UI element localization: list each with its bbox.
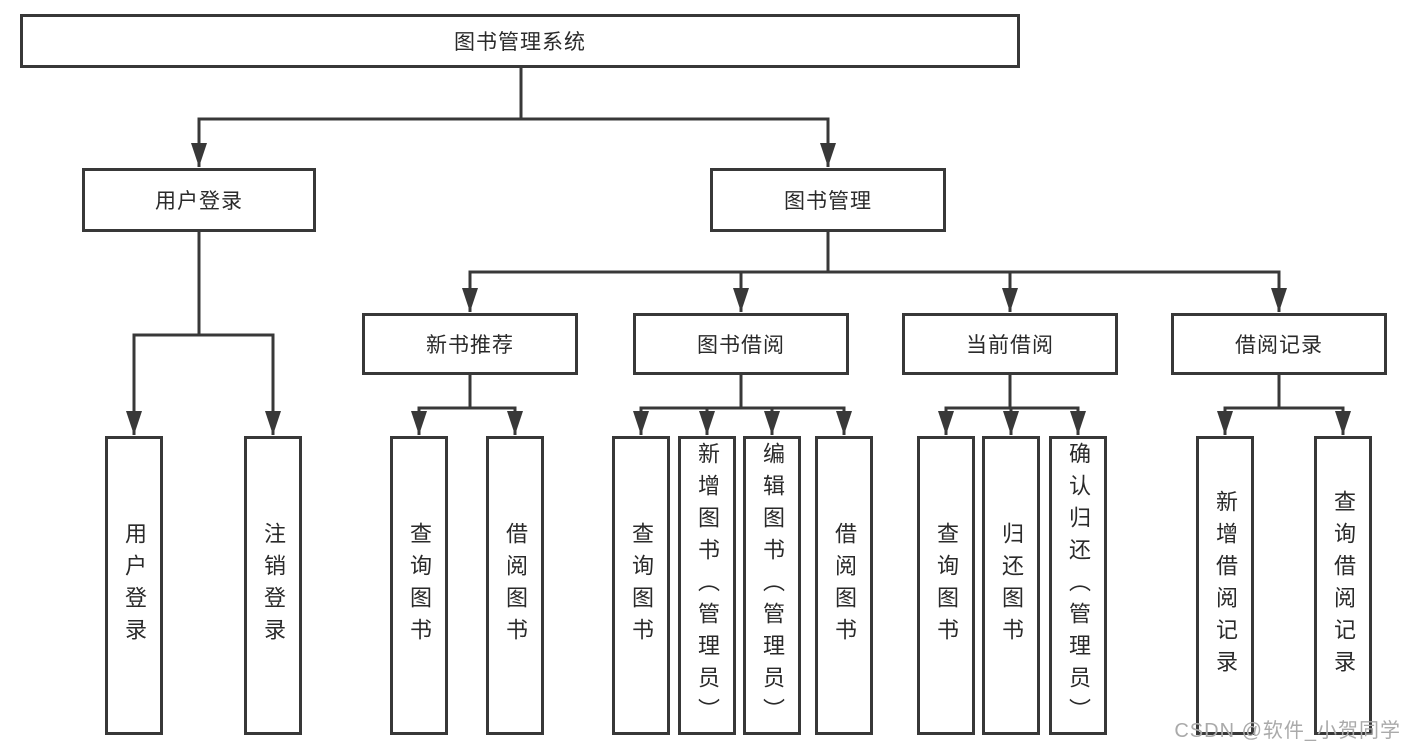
node-book-borrow: 图书借阅 [633, 313, 849, 375]
leaf-logout: 注销登录 [244, 436, 302, 735]
leaf-add-books-admin: 新增图书（管理员） [678, 436, 736, 735]
leaf-label: 编辑图书（管理员） [760, 441, 785, 730]
leaf-borrow-books-1: 借阅图书 [486, 436, 544, 735]
node-current-borrow: 当前借阅 [902, 313, 1118, 375]
leaf-edit-books-admin: 编辑图书（管理员） [743, 436, 801, 735]
node-book-management: 图书管理 [710, 168, 946, 232]
leaf-label: 查询图书 [629, 521, 654, 650]
leaf-label: 新增图书（管理员） [695, 441, 720, 730]
leaf-label: 借阅图书 [832, 521, 857, 650]
leaf-query-books-1: 查询图书 [390, 436, 448, 735]
leaf-query-borrow-record: 查询借阅记录 [1314, 436, 1372, 735]
leaf-query-books-3: 查询图书 [917, 436, 975, 735]
leaf-label: 确认归还（管理员） [1066, 441, 1091, 730]
node-new-book-recommend: 新书推荐 [362, 313, 578, 375]
leaf-confirm-return-admin: 确认归还（管理员） [1049, 436, 1107, 735]
leaf-label: 注销登录 [261, 521, 286, 650]
leaf-return-books: 归还图书 [982, 436, 1040, 735]
node-root-system: 图书管理系统 [20, 14, 1020, 68]
leaf-label: 新增借阅记录 [1213, 489, 1238, 682]
leaf-label: 查询借阅记录 [1331, 489, 1356, 682]
leaf-borrow-books-2: 借阅图书 [815, 436, 873, 735]
leaf-label: 查询图书 [407, 521, 432, 650]
leaf-label: 查询图书 [934, 521, 959, 650]
node-user-login: 用户登录 [82, 168, 316, 232]
leaf-label: 用户登录 [122, 521, 147, 650]
leaf-query-books-2: 查询图书 [612, 436, 670, 735]
csdn-watermark: CSDN @软件_小贺同学 [1174, 720, 1401, 742]
node-borrow-records: 借阅记录 [1171, 313, 1387, 375]
leaf-user-login: 用户登录 [105, 436, 163, 735]
leaf-add-borrow-record: 新增借阅记录 [1196, 436, 1254, 735]
leaf-label: 归还图书 [999, 521, 1024, 650]
leaf-label: 借阅图书 [503, 521, 528, 650]
